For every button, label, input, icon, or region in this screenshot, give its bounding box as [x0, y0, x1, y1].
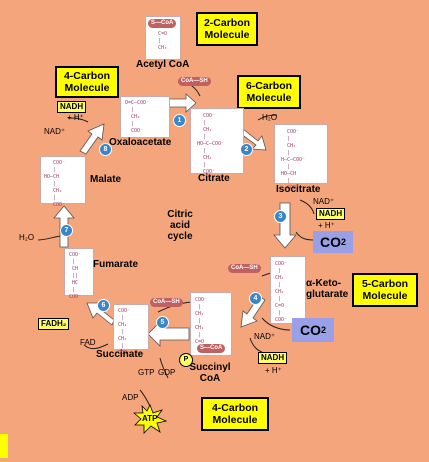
ketoglutarate-structure: COO⁻ | CH₂ | CH₂ | C=O | COO⁻ — [270, 256, 306, 324]
nad-right: NAD⁺ — [313, 197, 335, 206]
citrate-structure: COO⁻ | CH₂ | HO—C—COO⁻ | CH₂ | COO⁻ — [190, 108, 244, 175]
isocitrate-formula: COO⁻ | CH₂ | H—C—COO⁻ | HO—CH | COO⁻ — [281, 129, 306, 191]
succinate-formula: COO⁻ | CH₂ | CH₂ | COO⁻ — [118, 308, 131, 356]
succinyl-coa-formula: COO⁻ | CH₂ | CH₂ | C=O — [195, 297, 208, 345]
oxaloacetate-formula: O=C—COO⁻ | CH₂ | COO⁻ — [125, 100, 150, 134]
atp-star — [133, 404, 167, 434]
nad-top: NAD⁺ — [44, 127, 66, 136]
arrow-step-8 — [79, 123, 105, 155]
oxaloacetate-structure: O=C—COO⁻ | CH₂ | COO⁻ — [120, 96, 170, 138]
fumarate-structure: COO⁻ | CH || HC | COO⁻ — [64, 248, 94, 300]
fad-label: FAD — [80, 338, 96, 347]
cycle-title: Citric acid cycle — [167, 209, 193, 242]
succinyl-coa-label: Succinyl CoA — [189, 362, 231, 384]
nadh-lower-tag: NADH — [258, 352, 288, 364]
step-3-badge: 3 — [274, 210, 287, 223]
acetyl-coa-structure: S—CoA C=O | CH₃ — [145, 16, 181, 60]
h2o-left: H₂O — [19, 233, 35, 242]
phosphate-circle: P — [179, 353, 193, 367]
succinyl-coa-structure: COO⁻ | CH₂ | CH₂ | C=O S—CoA — [190, 292, 232, 356]
coa-sh-mid-pill: CoA—SH — [228, 264, 261, 273]
oxaloacetate-label: Oxaloacetate — [109, 137, 172, 148]
acetyl-coa-formula: C=O | CH₃ — [158, 31, 168, 51]
arrow-step-5 — [147, 321, 190, 347]
isocitrate-structure: COO⁻ | CH₂ | H—C—COO⁻ | HO—CH | COO⁻ — [274, 124, 328, 191]
step-6-badge: 6 — [97, 299, 110, 312]
ketoglutarate-formula: COO⁻ | CH₂ | CH₂ | C=O | COO⁻ — [275, 261, 288, 323]
step-2-badge: 2 — [240, 143, 253, 156]
coa-sh-top-pill: CoA—SH — [178, 77, 211, 86]
step-7-badge: 7 — [60, 224, 73, 237]
arrow-step-6 — [86, 302, 115, 326]
ketoglutarate-label: α-Keto- glutarate — [306, 278, 349, 300]
step-5-badge: 5 — [156, 316, 169, 329]
nad-lower: NAD⁺ — [254, 332, 276, 341]
succinate-structure: COO⁻ | CH₂ | CH₂ | COO⁻ — [113, 304, 149, 356]
fumarate-label: Fumarate — [93, 259, 139, 270]
gdp-label: GDP — [158, 368, 176, 377]
succinate-label: Succinate — [96, 349, 144, 360]
atp-label: ATP — [142, 414, 158, 423]
step-8-badge: 8 — [99, 143, 112, 156]
four-carbon-box-bottom: 4-Carbon Molecule — [201, 397, 269, 431]
h-plus-lower: + H⁺ — [265, 366, 282, 375]
acetyl-coa-label: Acetyl CoA — [136, 59, 190, 70]
citrate-formula: COO⁻ | CH₂ | HO—C—COO⁻ | CH₂ | COO⁻ — [197, 113, 225, 175]
arrow-step-3 — [273, 202, 297, 249]
arrow-step-1 — [167, 93, 197, 113]
succinyl-coa-pill: S—CoA — [197, 344, 226, 353]
step-4-badge: 4 — [249, 292, 262, 305]
six-carbon-box: 6-Carbon Molecule — [237, 75, 301, 109]
h-plus-right: + H⁺ — [318, 221, 335, 230]
two-carbon-box: 2-Carbon Molecule — [196, 12, 258, 46]
malate-label: Malate — [90, 174, 122, 185]
malate-formula: COO⁻ | HO—CH | CH₂ | COO⁻ — [44, 160, 66, 208]
coa-pill: S—CoA — [148, 19, 177, 28]
malate-structure: COO⁻ | HO—CH | CH₂ | COO⁻ — [40, 156, 86, 208]
adp-label: ADP — [122, 393, 139, 402]
nadh-top-tag: NADH — [57, 101, 87, 113]
fumarate-formula: COO⁻ | CH || HC | COO⁻ — [69, 252, 82, 300]
corner-marker — [0, 434, 8, 458]
nadh-right-tag: NADH — [316, 208, 346, 220]
four-carbon-box-top: 4-Carbon Molecule — [55, 66, 119, 98]
isocitrate-label: Isocitrate — [276, 184, 321, 195]
coa-sh-bottom-pill: CoA—SH — [150, 298, 183, 307]
step-1-badge: 1 — [173, 114, 186, 127]
h-plus-top: + H⁺ — [67, 113, 84, 122]
fadh2-tag: FADH₂ — [38, 318, 70, 330]
citrate-label: Citrate — [198, 173, 230, 184]
h2o-top: H₂O — [262, 113, 278, 122]
five-carbon-box: 5-Carbon Molecule — [352, 273, 418, 307]
gtp-label: GTP — [138, 368, 155, 377]
